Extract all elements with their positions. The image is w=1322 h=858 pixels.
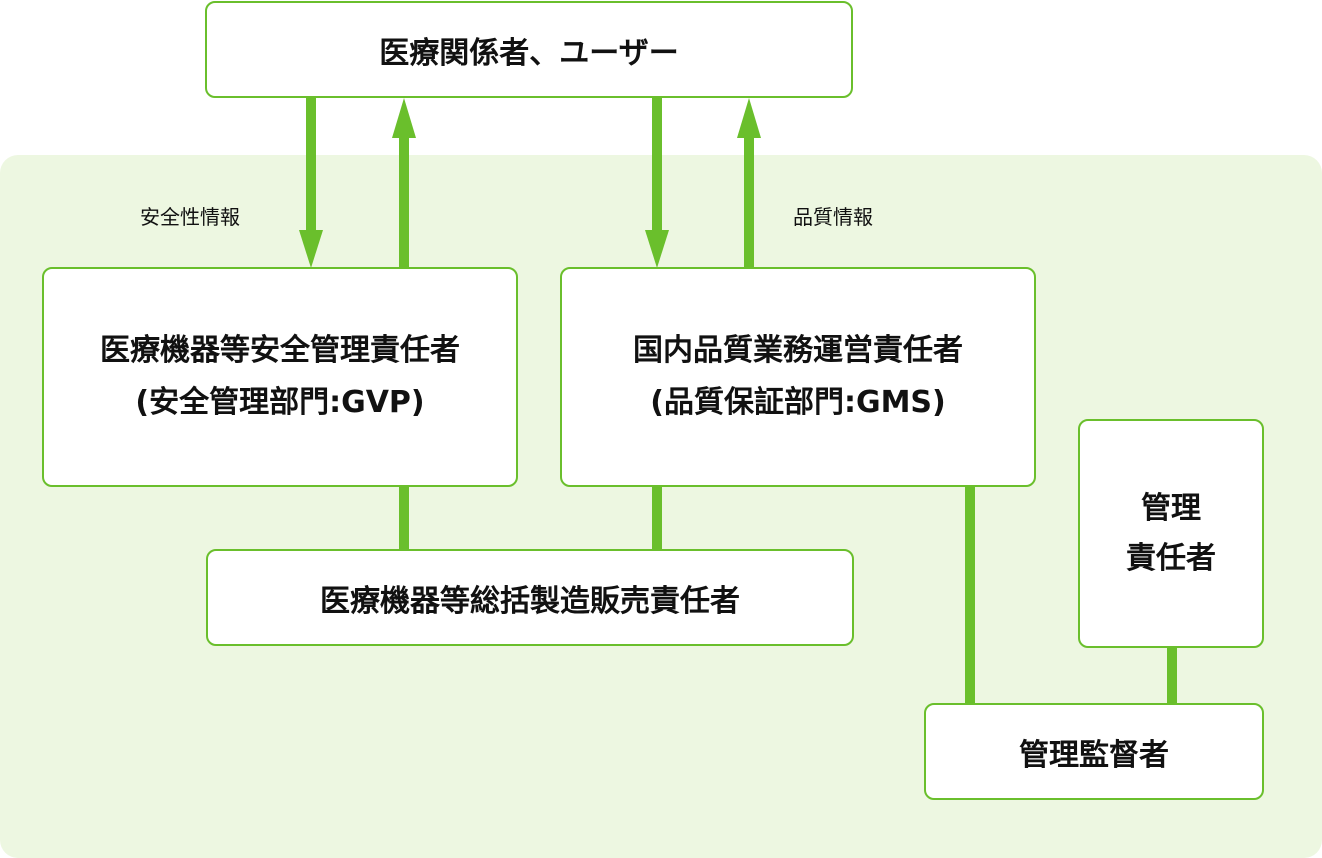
node-quality-manager-subtitle: (品質保証部門:GMS): [650, 385, 946, 420]
edge-label-quality-info: 品質情報: [793, 205, 873, 229]
node-management-supervisor: 管理監督者: [924, 703, 1264, 800]
node-quality-manager: 国内品質業務運営責任者 (品質保証部門:GMS): [560, 267, 1036, 487]
node-management-supervisor-text: 管理監督者: [1019, 737, 1169, 773]
node-safety-manager: 医療機器等安全管理責任者 (安全管理部門:GVP): [42, 267, 518, 487]
node-general-manager: 医療機器等総括製造販売責任者: [206, 549, 854, 646]
node-management-responsible-line2: 責任者: [1126, 540, 1216, 576]
node-management-responsible: 管理 責任者: [1078, 419, 1264, 648]
edge-label-safety-info: 安全性情報: [140, 205, 240, 229]
node-users-text: 医療関係者、ユーザー: [379, 35, 679, 71]
node-quality-manager-title: 国内品質業務運営責任者: [633, 333, 963, 368]
node-users: 医療関係者、ユーザー: [205, 1, 853, 98]
node-general-manager-text: 医療機器等総括製造販売責任者: [320, 583, 740, 619]
node-safety-manager-title: 医療機器等安全管理責任者: [100, 333, 460, 368]
node-safety-manager-subtitle: (安全管理部門:GVP): [135, 385, 425, 420]
node-management-responsible-line1: 管理: [1141, 490, 1201, 526]
